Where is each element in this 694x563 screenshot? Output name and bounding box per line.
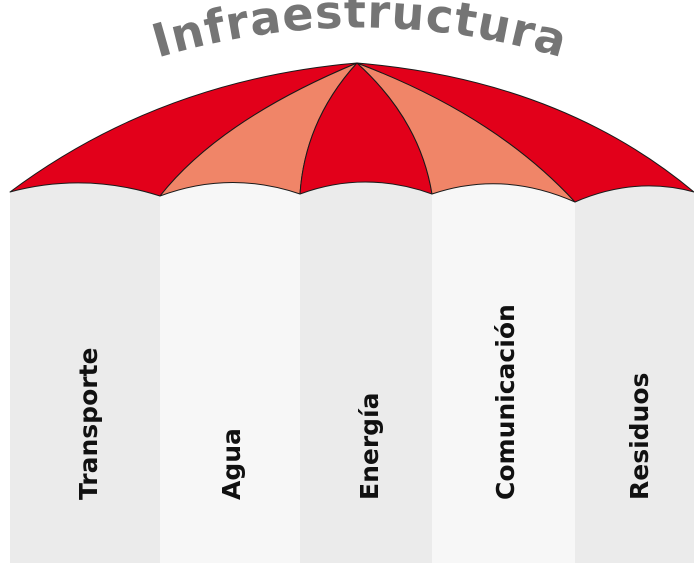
pillar-residuos [575,185,694,563]
pillar-label-residuos: Residuos [625,373,654,500]
pillar-agua [160,182,300,563]
pillar-labels: Transporte Agua Energía Comunicación Res… [74,304,654,500]
pillar-comunicacion [432,183,575,563]
pillar-label-energia: Energía [355,393,384,501]
diagram-title: Infraestructura [146,0,574,68]
pillars [10,182,694,563]
pillar-transporte [10,182,160,563]
canopy-panel-residuos [356,62,694,203]
pillar-label-transporte: Transporte [74,348,103,501]
umbrella-canopy [9,62,694,203]
pillar-label-comunicacion: Comunicación [491,304,520,500]
pillar-energia [300,182,432,563]
pillar-label-agua: Agua [217,428,246,500]
